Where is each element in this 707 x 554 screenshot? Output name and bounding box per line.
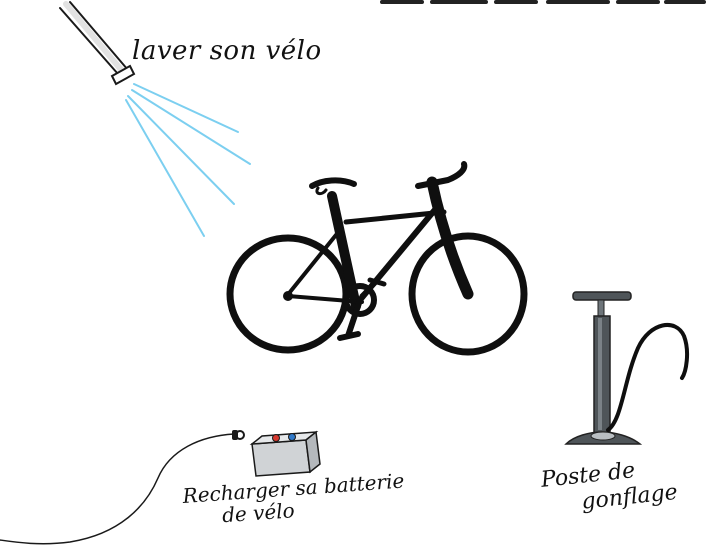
bicycle-icon: [230, 164, 524, 352]
pump-handle: [573, 292, 631, 300]
plug-icon: [232, 430, 244, 440]
pump-hose: [608, 325, 687, 430]
wash-station-label: laver son vélo: [132, 38, 322, 64]
terminal-negative: [289, 434, 296, 441]
battery-body: [252, 432, 320, 476]
floor-pump-icon: [566, 292, 687, 444]
water-jets: [126, 84, 250, 236]
saddle: [312, 180, 354, 186]
handlebar: [418, 164, 464, 186]
terminal-positive: [273, 435, 280, 442]
hose-nozzle: [60, 2, 134, 84]
